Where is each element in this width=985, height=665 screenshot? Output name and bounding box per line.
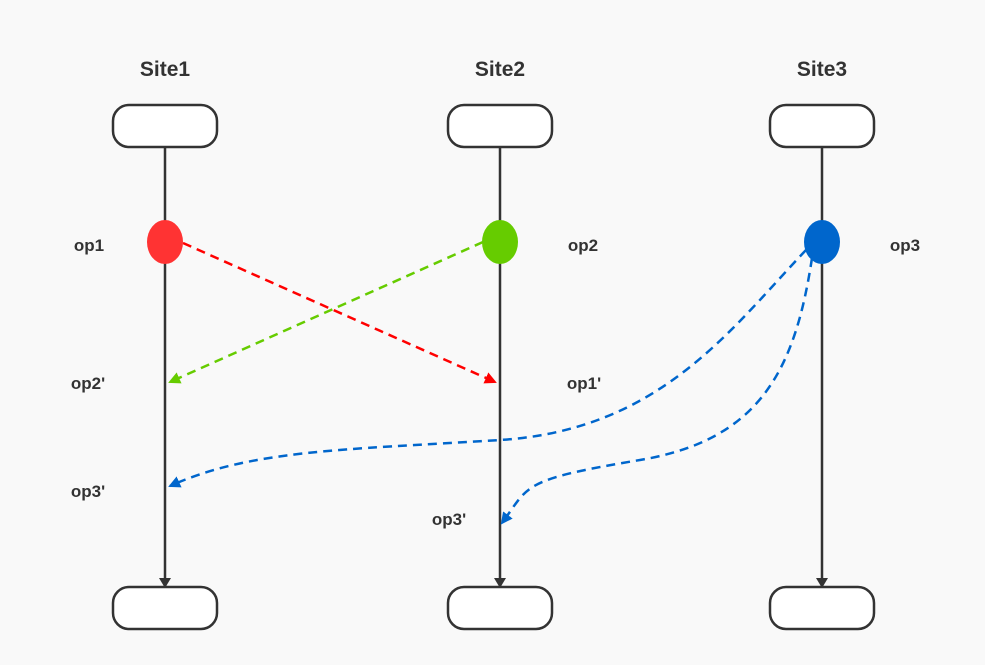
op1-propagation-arrow [182, 241, 497, 384]
op3-to-site2-arrow [500, 257, 814, 525]
site3-end-box [768, 585, 876, 631]
site2-start-box [446, 103, 554, 149]
op1-prime-label-site2: op1' [567, 374, 601, 393]
op3-dot [804, 220, 840, 264]
op1-dot [147, 220, 183, 264]
op3-to-site1-arrow [168, 249, 807, 488]
op3-label: op3 [890, 236, 920, 255]
site3-title: Site3 [797, 58, 847, 81]
site2-title: Site2 [475, 58, 525, 81]
op2-prime-label-site1: op2' [71, 374, 105, 393]
site1-title: Site1 [140, 58, 191, 81]
site1-start-box [111, 103, 219, 149]
op3-prime-label-site1: op3' [71, 482, 105, 501]
site1-end-box [111, 585, 219, 631]
site3-start-box [768, 103, 876, 149]
op2-label: op2 [568, 236, 598, 255]
op1-label: op1 [74, 236, 104, 255]
op3-prime-label-site2: op3' [432, 510, 466, 529]
op2-dot [482, 220, 518, 264]
site2-end-box [446, 585, 554, 631]
op2-propagation-arrow [168, 240, 484, 384]
